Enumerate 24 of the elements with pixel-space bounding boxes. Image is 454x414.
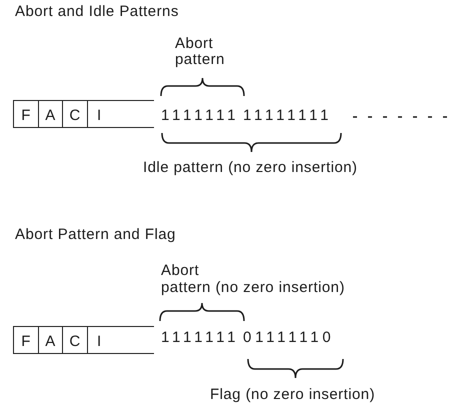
frame-field-box (88, 100, 154, 128)
brace-label: Flag (no zero insertion) (210, 387, 376, 403)
bit-pattern: 1111111 01111110 (161, 330, 335, 346)
field-letter: C (69, 334, 81, 350)
field-letter: C (69, 108, 81, 124)
field-letter: A (45, 334, 56, 350)
field-letter: F (21, 334, 31, 350)
section-heading: Abort Pattern and Flag (15, 227, 176, 243)
frame-field-box (63, 100, 88, 128)
bit-pattern: 1111111 11111111 (161, 108, 332, 124)
frame-field-box (88, 326, 154, 354)
frame-field-box (39, 326, 63, 354)
brace-label: Abort pattern (175, 36, 226, 68)
frame-field-box (13, 100, 39, 128)
field-letter: I (97, 108, 102, 124)
section-heading: Abort and Idle Patterns (15, 4, 179, 20)
frame-field-box (63, 326, 88, 354)
field-letter: F (21, 108, 31, 124)
frame-field-box (39, 100, 63, 128)
brace-label: Idle pattern (no zero insertion) (143, 160, 358, 176)
field-letter: A (45, 108, 56, 124)
brace-label: Abort pattern (no zero insertion) (161, 262, 346, 296)
field-letter: I (97, 334, 102, 350)
frame-field-box (13, 326, 39, 354)
